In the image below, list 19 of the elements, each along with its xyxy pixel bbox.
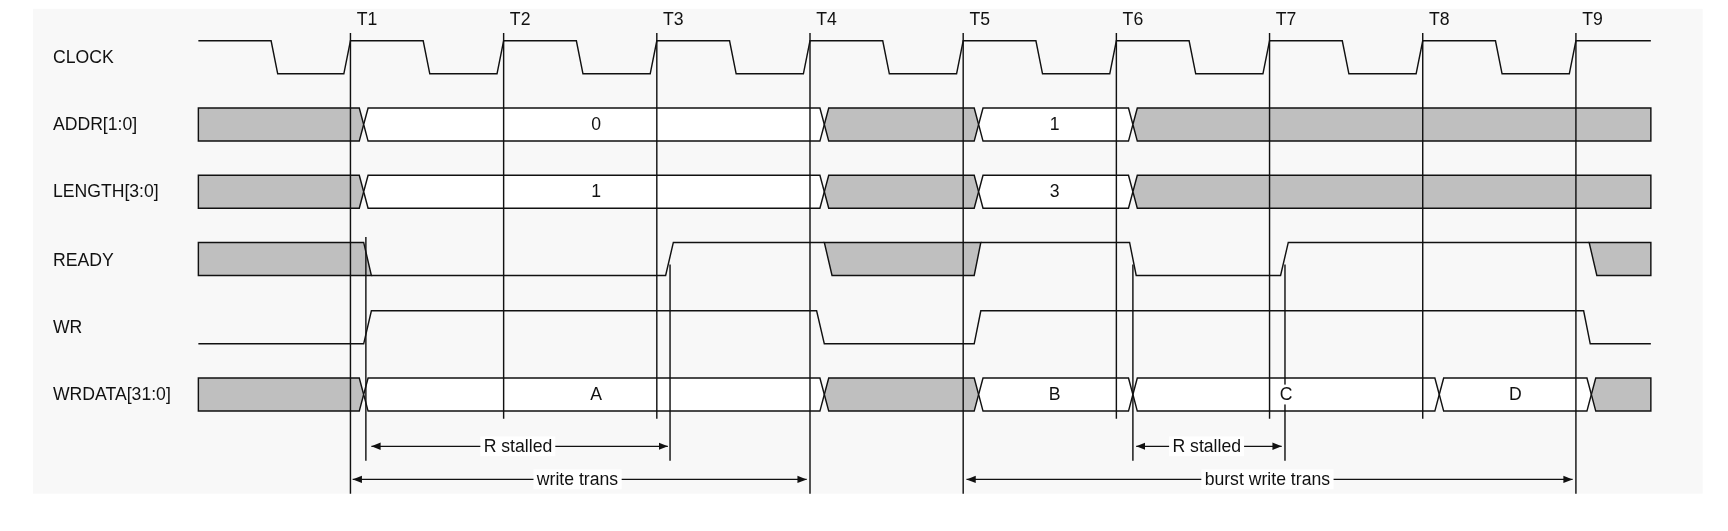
- clock-edge-label: T6: [1122, 9, 1144, 30]
- clock-edge-label: T7: [1275, 9, 1297, 30]
- dimension-label: R stalled: [480, 436, 556, 457]
- clock-edge-label: T5: [969, 9, 990, 30]
- dimension-label: R stalled: [1169, 436, 1245, 457]
- clock-edge-label: T2: [509, 9, 531, 30]
- clock-edge-label: T8: [1429, 9, 1450, 30]
- clock-edge-label: T9: [1582, 9, 1603, 30]
- signal-name: READY: [52, 250, 114, 270]
- signal-name: LENGTH[3:0]: [52, 181, 159, 202]
- clock-edge-label: T1: [356, 9, 378, 30]
- dimension-label: write trans: [533, 469, 622, 490]
- clock-edge-label: T3: [663, 9, 684, 30]
- signal-name: CLOCK: [52, 47, 114, 68]
- signal-name: ADDR[1:0]: [52, 114, 138, 135]
- dimension-label: burst write trans: [1201, 469, 1334, 490]
- clock-edge-label: T4: [816, 9, 837, 30]
- signal-name: WRDATA[31:0]: [52, 384, 171, 405]
- signal-name: WR: [52, 317, 83, 338]
